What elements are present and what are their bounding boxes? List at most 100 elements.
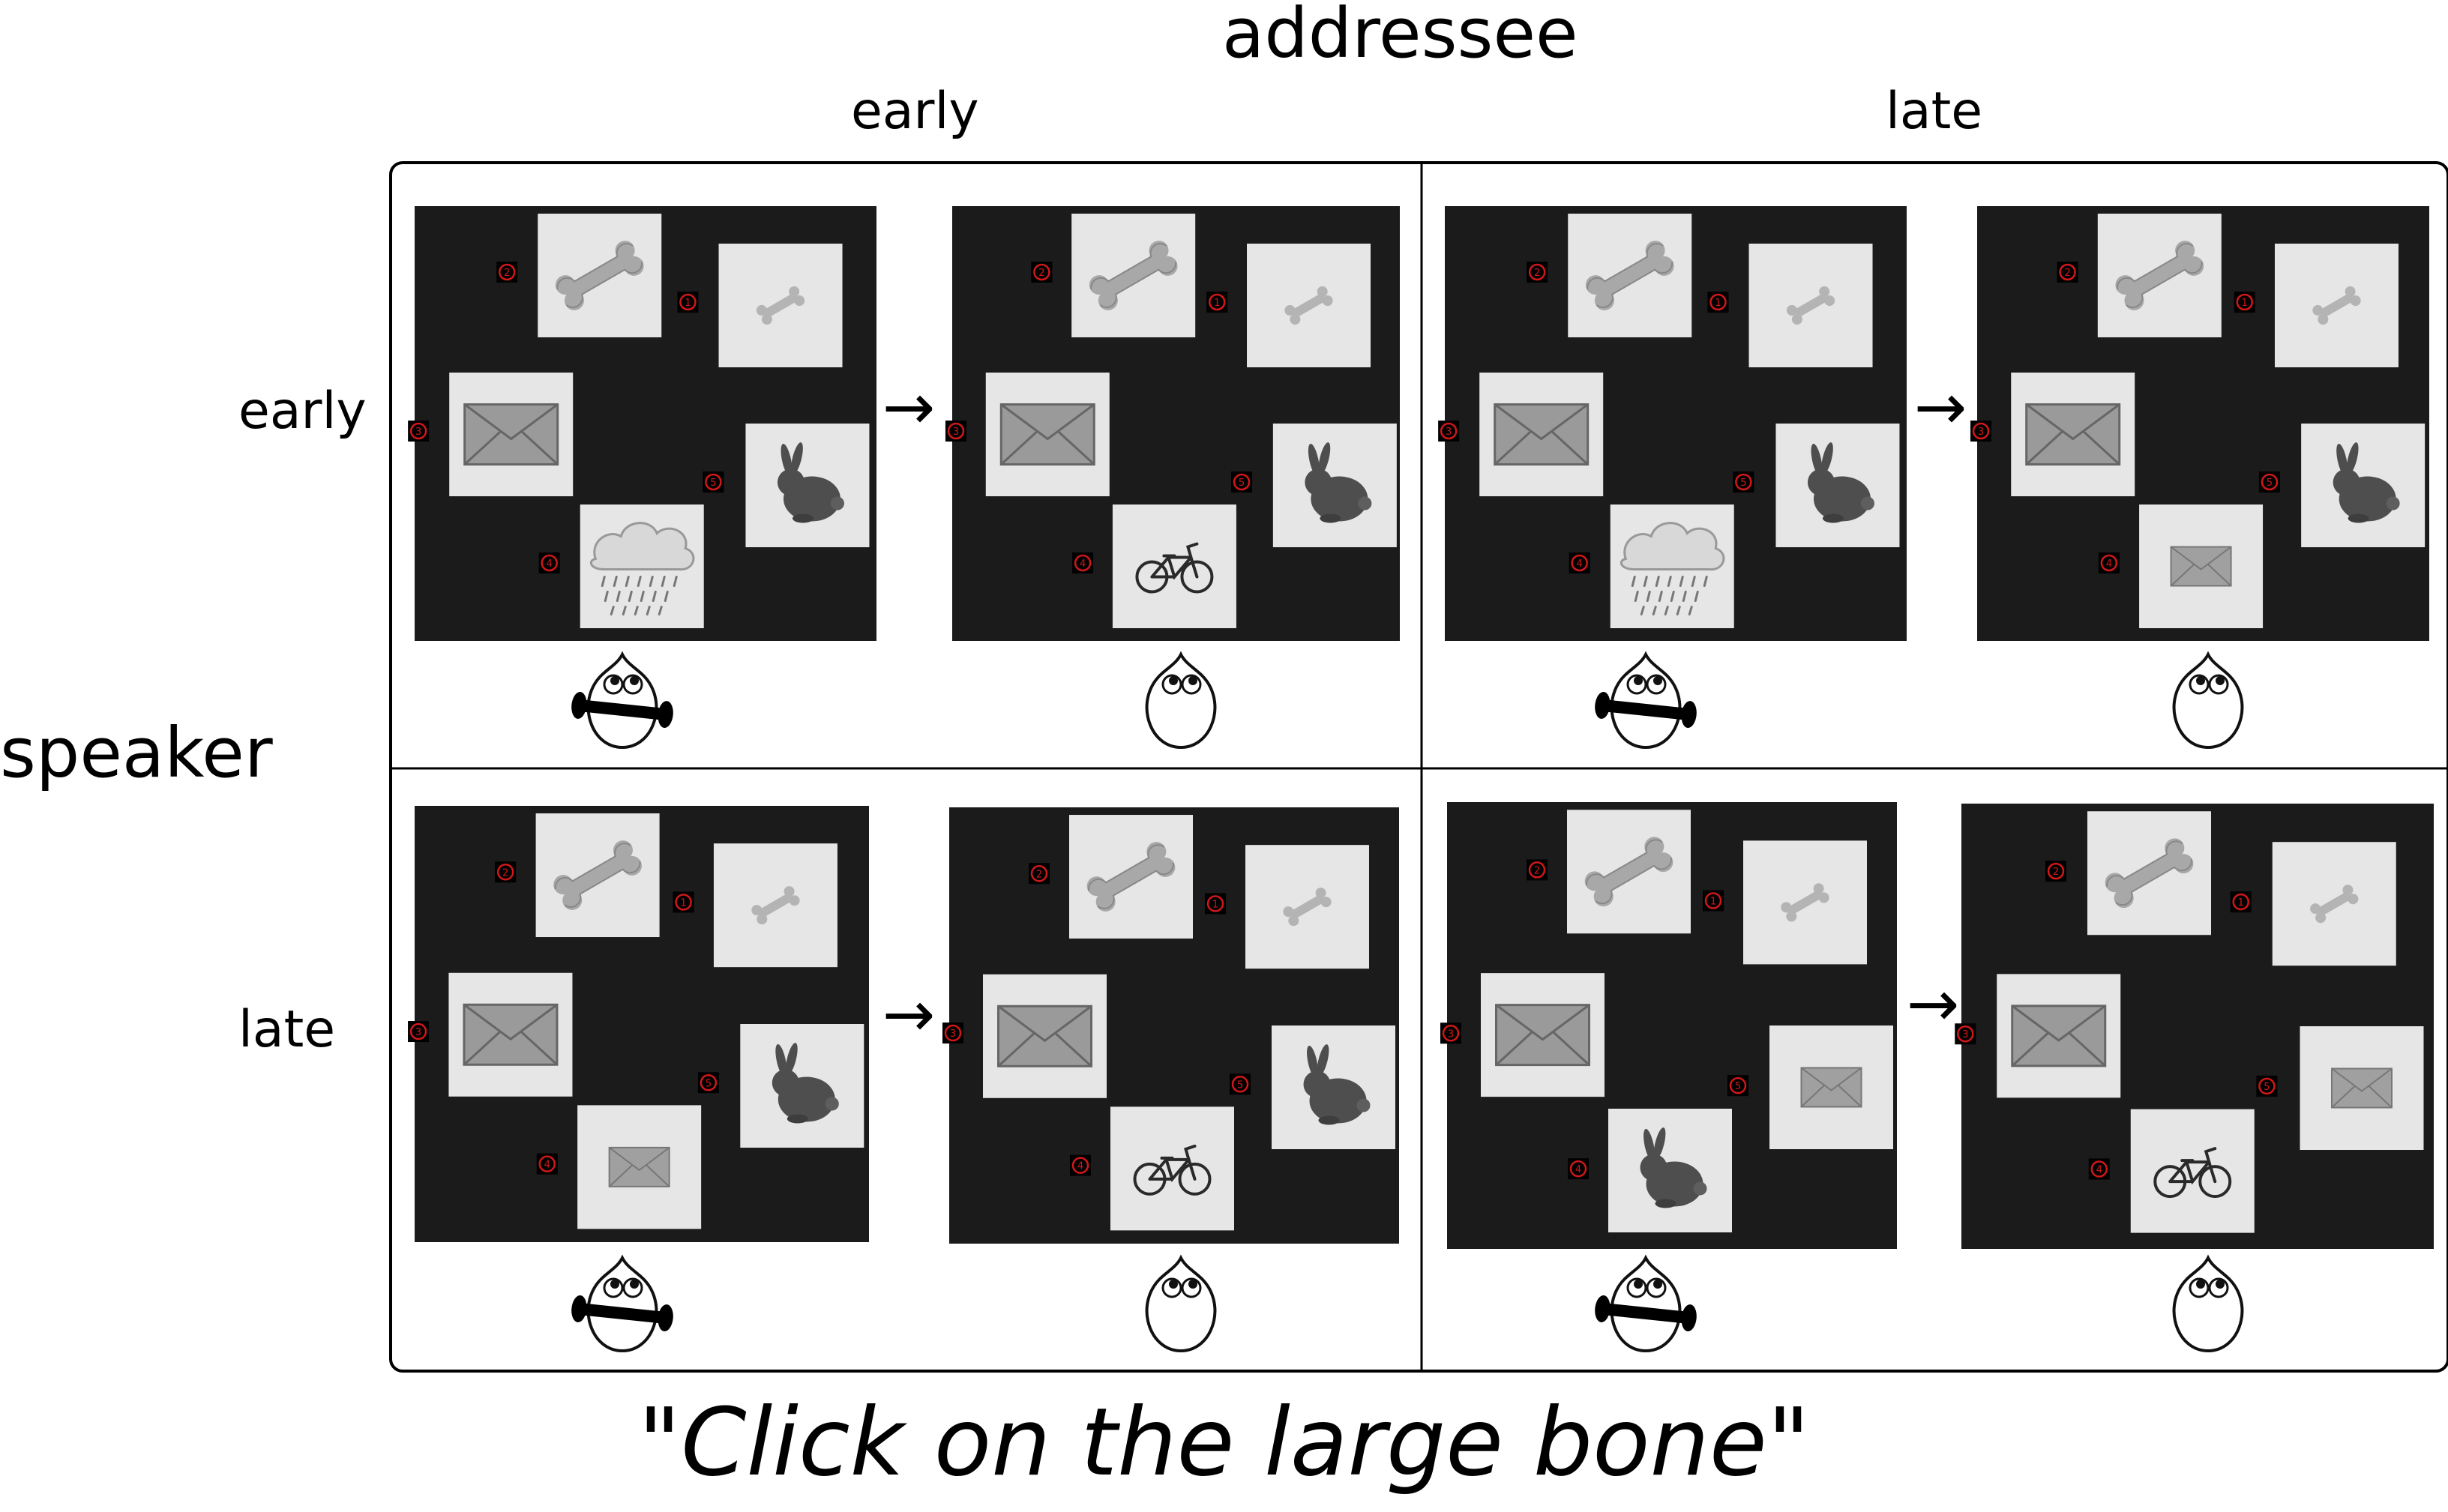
addressee-face-icon [1145, 1256, 1217, 1352]
figure-title: addressee [1222, 0, 1578, 73]
position-marker-label: 3 [1978, 427, 1984, 438]
speaker-figure [1593, 653, 1698, 749]
speaker-face-icon [586, 653, 658, 749]
position-marker-ring [1957, 1025, 1974, 1043]
envelope-large-icon [2025, 403, 2121, 466]
position-marker-label: 2 [502, 867, 508, 879]
envelope-large-icon [997, 1005, 1092, 1067]
grid-frame [389, 161, 2448, 1373]
position-marker-label: 1 [1214, 298, 1220, 309]
position-marker-ring [1071, 1157, 1089, 1174]
position-marker-ring [2090, 1160, 2108, 1178]
position-marker-label: 1 [680, 897, 686, 909]
item-card [1112, 504, 1236, 628]
envelope-large-icon [999, 403, 1095, 466]
addressee-face-icon [2172, 653, 2244, 749]
position-marker-label: 1 [2238, 897, 2244, 909]
envelope-small-icon [2331, 1067, 2393, 1109]
position-marker-ring [675, 894, 692, 911]
position-marker-ring [2059, 263, 2076, 281]
position-marker-ring [1208, 293, 1226, 311]
instruction-text: Click on the large bone [681, 1388, 1767, 1497]
position-marker-ring [1528, 263, 1546, 281]
instruction-close-quote: " [1766, 1388, 1811, 1497]
speaker-face-icon [586, 1256, 658, 1352]
position-marker-ring [2236, 293, 2254, 311]
visual-display-before: 2 1 3 5 4 [1438, 206, 1907, 641]
instruction-caption: "Click on the large bone" [0, 1391, 2448, 1496]
position-marker-label: 1 [685, 298, 691, 309]
col-header-early: early [851, 82, 979, 141]
position-marker-ring [2100, 554, 2118, 572]
position-marker-label: 2 [1036, 869, 1042, 880]
position-marker-ring [679, 293, 697, 311]
position-marker-label: 3 [1448, 1028, 1454, 1040]
position-marker-label: 1 [1212, 899, 1218, 910]
position-marker-label: 4 [547, 558, 553, 570]
envelope-small-icon [1800, 1067, 1862, 1108]
speaker-figure [1593, 1256, 1698, 1352]
item-card [2130, 1109, 2255, 1233]
position-marker-label: 5 [2267, 478, 2273, 489]
position-marker-label: 3 [415, 1027, 421, 1038]
position-marker-label: 1 [1710, 897, 1716, 908]
position-marker-label: 3 [953, 427, 959, 438]
position-marker-label: 1 [2242, 298, 2248, 309]
envelope-large-icon [463, 1003, 559, 1066]
col-header-late: late [1886, 82, 1983, 141]
position-marker-label: 5 [1740, 478, 1746, 489]
position-marker-label: 3 [415, 427, 421, 438]
position-marker-ring [1569, 1160, 1587, 1178]
speaker-figure [570, 1256, 675, 1352]
envelope-large-icon [463, 403, 559, 466]
transition-arrow-icon: → [882, 370, 935, 444]
envelope-large-icon [1495, 1004, 1590, 1067]
position-marker-ring [498, 263, 516, 281]
position-marker-ring [2258, 1077, 2276, 1095]
position-marker-ring [1231, 1076, 1249, 1093]
position-marker-ring [1972, 422, 1990, 440]
addressee-face-icon [1145, 653, 1217, 749]
addressee-figure [2172, 653, 2244, 749]
position-marker-ring [700, 1074, 718, 1091]
position-marker-label: 2 [2064, 268, 2070, 279]
speaker-face-icon [1610, 1256, 1682, 1352]
position-marker-label: 1 [1715, 298, 1721, 309]
addressee-figure [2172, 1256, 2244, 1352]
position-marker-ring [1709, 293, 1727, 311]
position-marker-label: 3 [950, 1028, 956, 1040]
position-marker-label: 5 [2264, 1082, 2270, 1093]
position-marker-label: 2 [1534, 865, 1540, 876]
position-marker-ring [541, 554, 558, 572]
position-marker-ring [496, 864, 514, 881]
position-marker-label: 5 [710, 478, 716, 489]
position-marker-label: 3 [1446, 427, 1452, 438]
position-marker-ring [1233, 473, 1251, 491]
position-marker-label: 2 [1534, 268, 1540, 279]
position-marker-label: 3 [1962, 1029, 1968, 1040]
position-marker-label: 4 [1577, 558, 1583, 570]
row-axis-label: speaker [0, 713, 273, 793]
envelope-large-icon [1494, 403, 1590, 466]
transition-arrow-icon: → [1914, 370, 1967, 444]
position-marker-ring [1528, 861, 1546, 879]
position-marker-ring [1735, 473, 1752, 491]
speaker-figure [570, 653, 675, 749]
position-marker-label: 5 [1239, 478, 1245, 489]
position-marker-label: 4 [1575, 1164, 1581, 1175]
position-marker-ring [705, 473, 722, 491]
speaker-face-icon [1610, 653, 1682, 749]
position-marker-ring [1440, 422, 1458, 440]
position-marker-label: 4 [544, 1160, 550, 1171]
position-marker-label: 4 [1077, 1161, 1083, 1172]
envelope-large-icon [2011, 1005, 2107, 1067]
